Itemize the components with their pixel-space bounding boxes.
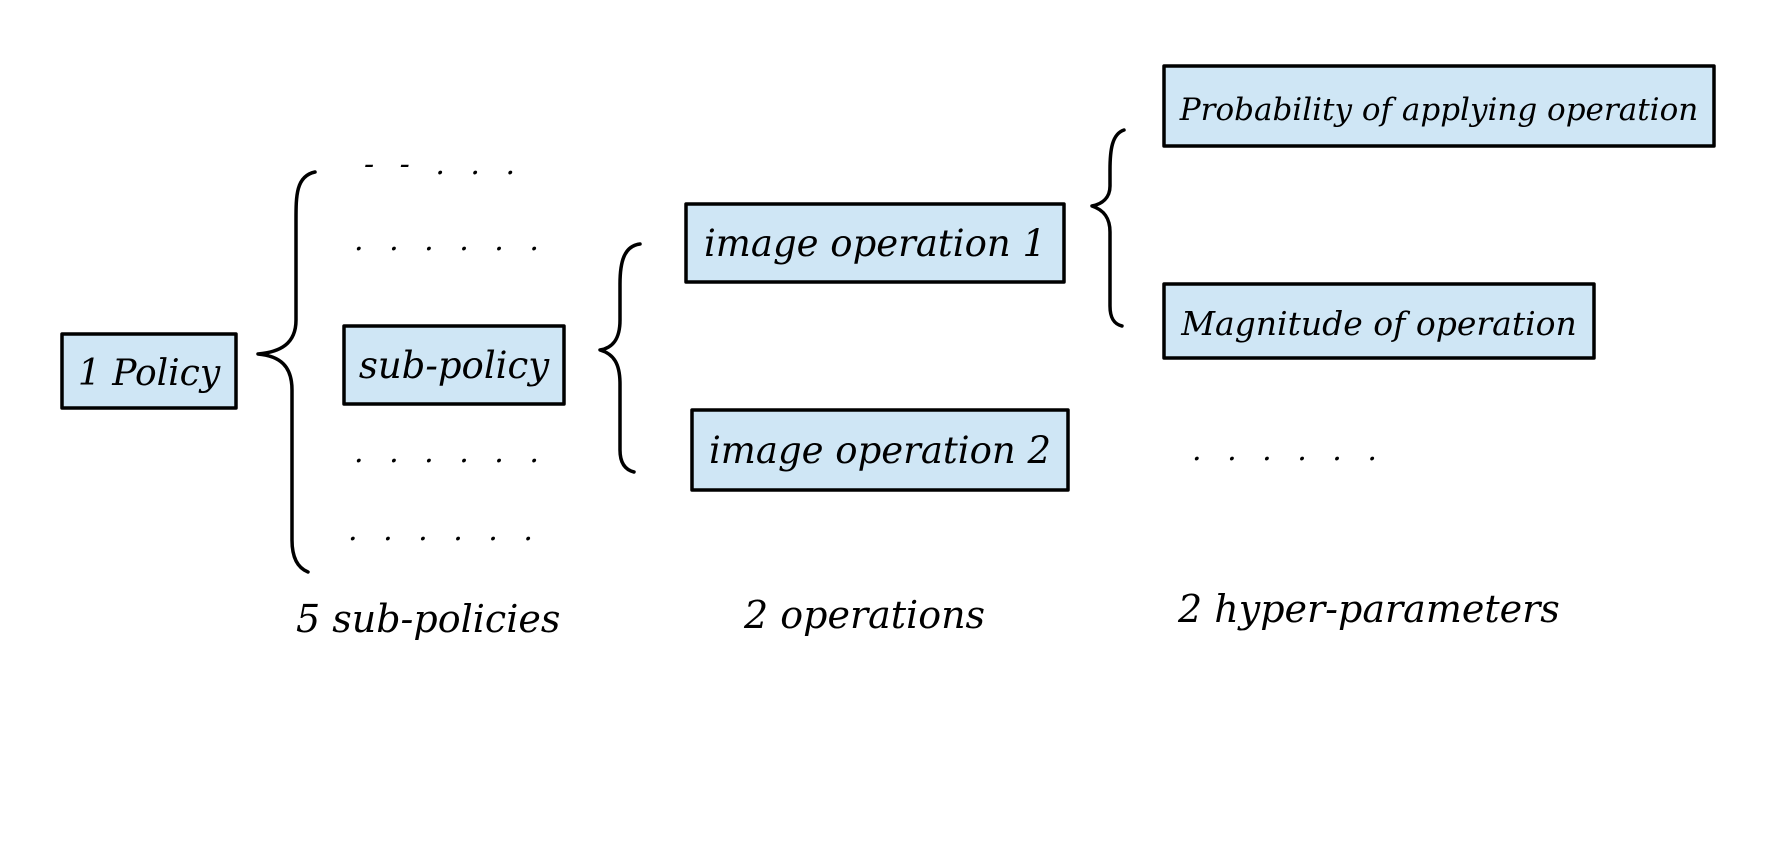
magnitude-node-label: Magnitude of operation [1180, 304, 1577, 343]
operations-count-label: 2 operations [743, 593, 985, 637]
operation-1-node: image operation 1 [684, 202, 1066, 284]
probability-node-label: Probability of applying operation [1179, 92, 1698, 128]
sub-policy-node: sub-policy [342, 324, 566, 406]
sub-policy-ellipsis-3: . . . . . . [354, 435, 547, 470]
hyper-parameter-ellipsis: . . . . . . [1192, 433, 1385, 468]
sub-policy-ellipsis-2: . . . . . . [354, 223, 547, 258]
sub-policies-brace [256, 170, 317, 574]
probability-node: Probability of applying operation [1162, 64, 1716, 148]
sub-policy-ellipsis-4: . . . . . . [348, 513, 541, 548]
policy-node-label: 1 Policy [78, 353, 221, 394]
policy-node: 1 Policy [60, 332, 238, 410]
hyper-parameters-brace [1090, 128, 1126, 328]
operation-2-node: image operation 2 [690, 408, 1070, 492]
operation-1-node-label: image operation 1 [704, 222, 1046, 265]
magnitude-node: Magnitude of operation [1162, 282, 1596, 360]
sub-policies-count-label: 5 sub-policies [296, 597, 560, 641]
operation-2-node-label: image operation 2 [709, 429, 1051, 472]
sub-policy-ellipsis-1: - - . . . [364, 147, 523, 182]
operations-brace [598, 242, 642, 474]
sub-policy-node-label: sub-policy [359, 344, 550, 387]
hyper-parameters-count-label: 2 hyper-parameters [1177, 587, 1560, 631]
